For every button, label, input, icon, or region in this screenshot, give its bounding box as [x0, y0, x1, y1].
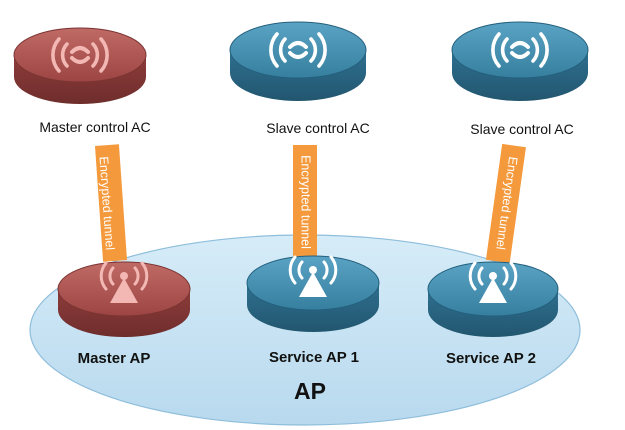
- slave-control-ac-2: Slave control AC: [451, 21, 589, 137]
- controller-signal-icon: [491, 32, 549, 68]
- service-ap-2: Service AP 2: [427, 261, 559, 367]
- access-point-antenna-icon: [468, 261, 518, 303]
- controller-label-2: Slave control AC: [266, 120, 370, 136]
- tunnel-label-1: Encrypted tunnel: [96, 156, 117, 251]
- access-point-antenna-icon: [288, 255, 338, 297]
- controller-signal-icon: [51, 37, 109, 73]
- tunnel-layer: Encrypted tunnel Encrypted tunnel Encryp…: [94, 143, 526, 264]
- service-ap-1: Service AP 1: [246, 255, 380, 366]
- access-point-antenna-icon: [99, 261, 149, 303]
- master-ap: Master AP: [57, 261, 191, 367]
- slave-control-ac-1: Slave control AC: [229, 21, 370, 136]
- controller-signal-icon: [269, 32, 327, 68]
- controller-label-3: Slave control AC: [470, 121, 574, 137]
- controller-label-1: Master control AC: [39, 119, 150, 135]
- master-control-ac: Master control AC: [13, 27, 151, 135]
- encrypted-tunnel-2: Encrypted tunnel: [293, 145, 317, 260]
- ap-label-2: Service AP 1: [269, 349, 359, 366]
- tunnel-label-2: Encrypted tunnel: [299, 155, 313, 249]
- encrypted-tunnel-1: Encrypted tunnel: [94, 144, 128, 262]
- ap-label-1: Master AP: [78, 350, 151, 367]
- ap-label-3: Service AP 2: [446, 350, 536, 367]
- ap-group-label: AP: [294, 378, 326, 404]
- encrypted-tunnel-3: Encrypted tunnel: [485, 143, 526, 264]
